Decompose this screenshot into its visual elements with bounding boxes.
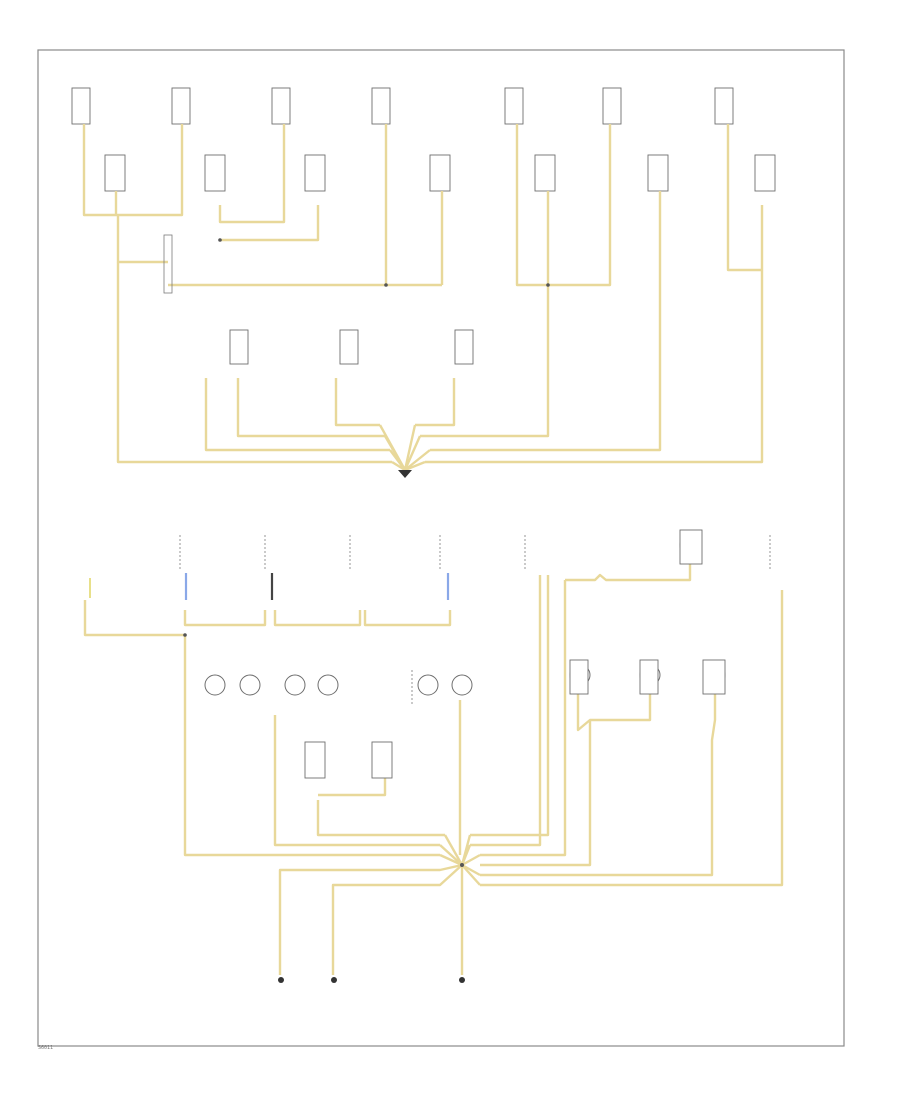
ground-symbol [398,470,412,478]
component-box [104,154,126,192]
diagram-frame [37,49,845,1047]
component-row-2 [104,154,776,192]
lamp-icon [284,674,306,696]
upper-section [71,87,776,478]
component-box [371,87,391,125]
component-box [304,741,326,779]
component-box [71,87,91,125]
component-box [679,529,703,565]
lamp-icon [317,674,339,696]
component-box [429,154,451,192]
component-box [454,329,474,365]
lamp-icon [451,674,473,696]
component-box [339,329,359,365]
lamp-icon [204,674,226,696]
splice-node [384,283,388,287]
component-box [171,87,191,125]
dashed-components [179,535,771,570]
connector-block [163,234,173,294]
splice-node [218,238,222,242]
component-box [639,659,659,695]
lamp-icon [239,674,261,696]
component-box [229,329,249,365]
splice-node [183,633,187,637]
ground-terminal-icon [331,977,337,983]
component-row-1 [71,87,734,125]
ground-terminal-icon [278,977,284,983]
lower-wires [83,558,784,975]
component-box [271,87,291,125]
component-row-4 [304,529,726,779]
component-box [204,154,226,192]
page-number: S6011 [38,1045,54,1051]
component-box [754,154,776,192]
component-box [304,154,326,192]
lower-section [83,529,784,983]
component-box [647,154,669,192]
splice-node [546,283,550,287]
ground-terminals [278,977,465,983]
component-box [702,659,726,695]
component-box [534,154,556,192]
component-box [602,87,622,125]
ground-terminal-icon [459,977,465,983]
component-box [504,87,524,125]
component-box [371,741,393,779]
splice-node [460,863,464,867]
lamp-icon [417,674,439,696]
component-box [569,659,589,695]
component-row-3 [229,329,474,365]
component-box [714,87,734,125]
